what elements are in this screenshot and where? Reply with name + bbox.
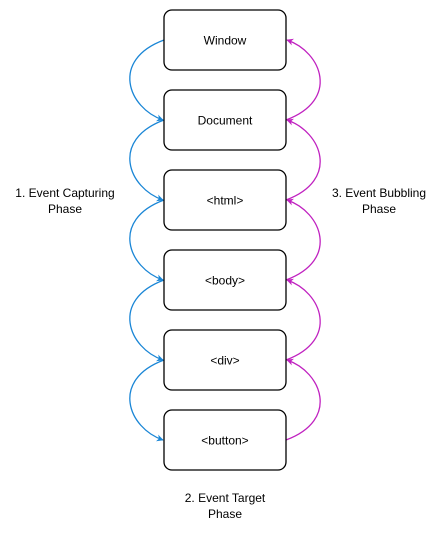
bubbling-phase-label: 3. Event Bubbling Phase <box>332 186 426 216</box>
node-window-label: Window <box>204 34 247 48</box>
bubble-arrow-body-html <box>285 198 321 281</box>
bubble-arrow-div-body <box>285 278 321 361</box>
target-phase-label: 2. Event Target Phase <box>185 491 266 521</box>
capture-arrow-body-div <box>129 279 165 362</box>
bubble-arrow-button-div <box>285 358 321 441</box>
node-button: <button> <box>163 409 287 471</box>
node-div-label: <div> <box>210 354 239 368</box>
node-window: Window <box>163 9 287 71</box>
node-body: <body> <box>163 249 287 311</box>
bubbling-phase-line2: Phase <box>362 202 396 216</box>
target-phase-line1: 2. Event Target <box>185 491 266 505</box>
capturing-phase-line1: 1. Event Capturing <box>15 186 114 200</box>
capture-arrow-div-button <box>129 359 165 442</box>
capture-arrow-window-document <box>129 39 165 122</box>
bubbling-phase-line1: 3. Event Bubbling <box>332 186 426 200</box>
capturing-phase-line2: Phase <box>48 202 82 216</box>
node-button-label: <button> <box>201 434 248 448</box>
bubble-arrow-document-window <box>285 38 321 121</box>
bubble-arrow-html-document <box>285 118 321 201</box>
node-html-label: <html> <box>207 194 244 208</box>
node-div: <div> <box>163 329 287 391</box>
bubble-arrows <box>285 38 321 441</box>
capture-arrow-document-html <box>129 119 165 202</box>
node-document-label: Document <box>198 114 253 128</box>
node-document: Document <box>163 89 287 151</box>
node-html: <html> <box>163 169 287 231</box>
capture-arrow-html-body <box>129 199 165 282</box>
target-phase-line2: Phase <box>208 507 242 521</box>
capture-arrows <box>129 39 165 442</box>
node-body-label: <body> <box>205 274 245 288</box>
capturing-phase-label: 1. Event Capturing Phase <box>15 186 114 216</box>
